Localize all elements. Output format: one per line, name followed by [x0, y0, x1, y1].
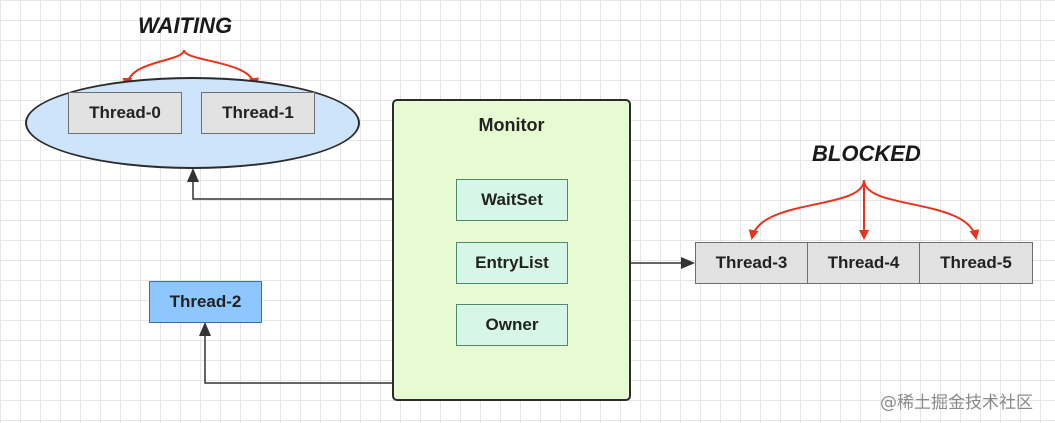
entrylist-label: EntryList	[475, 253, 549, 272]
thread-0-box[interactable]: Thread-0	[68, 92, 182, 134]
thread-3-label: Thread-3	[715, 253, 788, 272]
waiting-label: WAITING	[138, 13, 233, 38]
entrylist-queue: Thread-3 Thread-4 Thread-5	[695, 242, 1033, 284]
thread-1-box[interactable]: Thread-1	[201, 92, 315, 134]
blocked-label: BLOCKED	[812, 141, 921, 166]
waitset-connector	[187, 168, 457, 200]
thread-3-box[interactable]: Thread-3	[695, 242, 808, 284]
thread-2-label: Thread-2	[169, 292, 242, 311]
thread-5-label: Thread-5	[940, 253, 1012, 272]
waiting-arrow-right	[183, 49, 260, 88]
thread-1-label: Thread-1	[222, 103, 294, 122]
waiting-arrow-left	[122, 49, 185, 88]
waitset-box[interactable]: WaitSet	[456, 179, 568, 221]
waitset-label: WaitSet	[481, 190, 543, 209]
thread-2-box[interactable]: Thread-2	[149, 281, 262, 323]
blocked-arrow-left	[748, 179, 865, 240]
owner-box[interactable]: Owner	[456, 304, 568, 346]
monitor-title: Monitor	[478, 114, 545, 135]
entrylist-box[interactable]: EntryList	[456, 242, 568, 284]
owner-label: Owner	[485, 315, 539, 334]
thread-5-box[interactable]: Thread-5	[920, 242, 1033, 284]
watermark: @稀土掘金技术社区	[880, 393, 1033, 413]
thread-4-label: Thread-4	[827, 253, 900, 272]
thread-0-label: Thread-0	[89, 103, 161, 122]
blocked-arrow-right	[863, 179, 980, 240]
thread-4-box[interactable]: Thread-4	[808, 242, 920, 284]
